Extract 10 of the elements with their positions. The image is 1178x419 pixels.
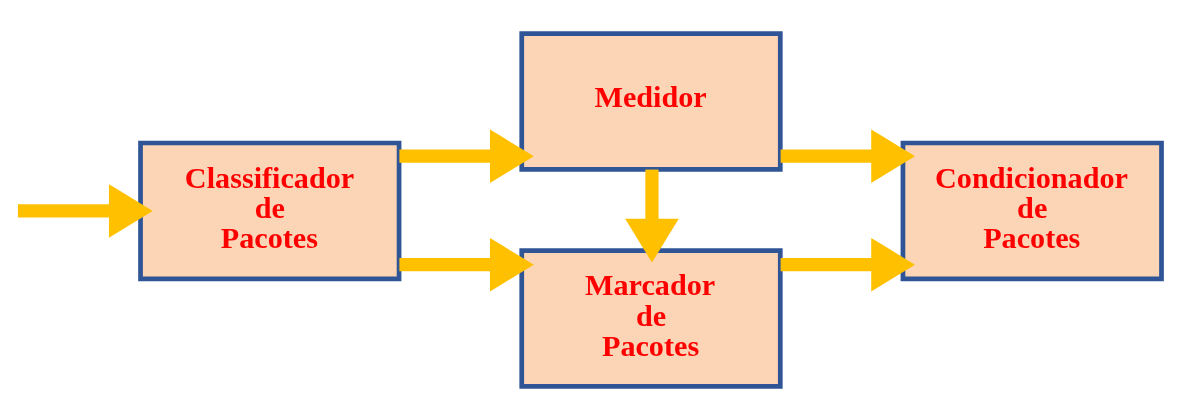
node-box: Classificador de Pacotes (138, 140, 402, 281)
arrow (625, 169, 679, 263)
node-box: Marcador de Pacotes (519, 247, 783, 389)
arrow (17, 183, 153, 238)
arrow (780, 237, 915, 292)
arrow (780, 128, 915, 183)
node-box: Medidor (519, 30, 783, 172)
node-box: Condicionador de Pacotes (900, 140, 1164, 281)
arrow (399, 128, 534, 183)
arrow (399, 237, 534, 292)
